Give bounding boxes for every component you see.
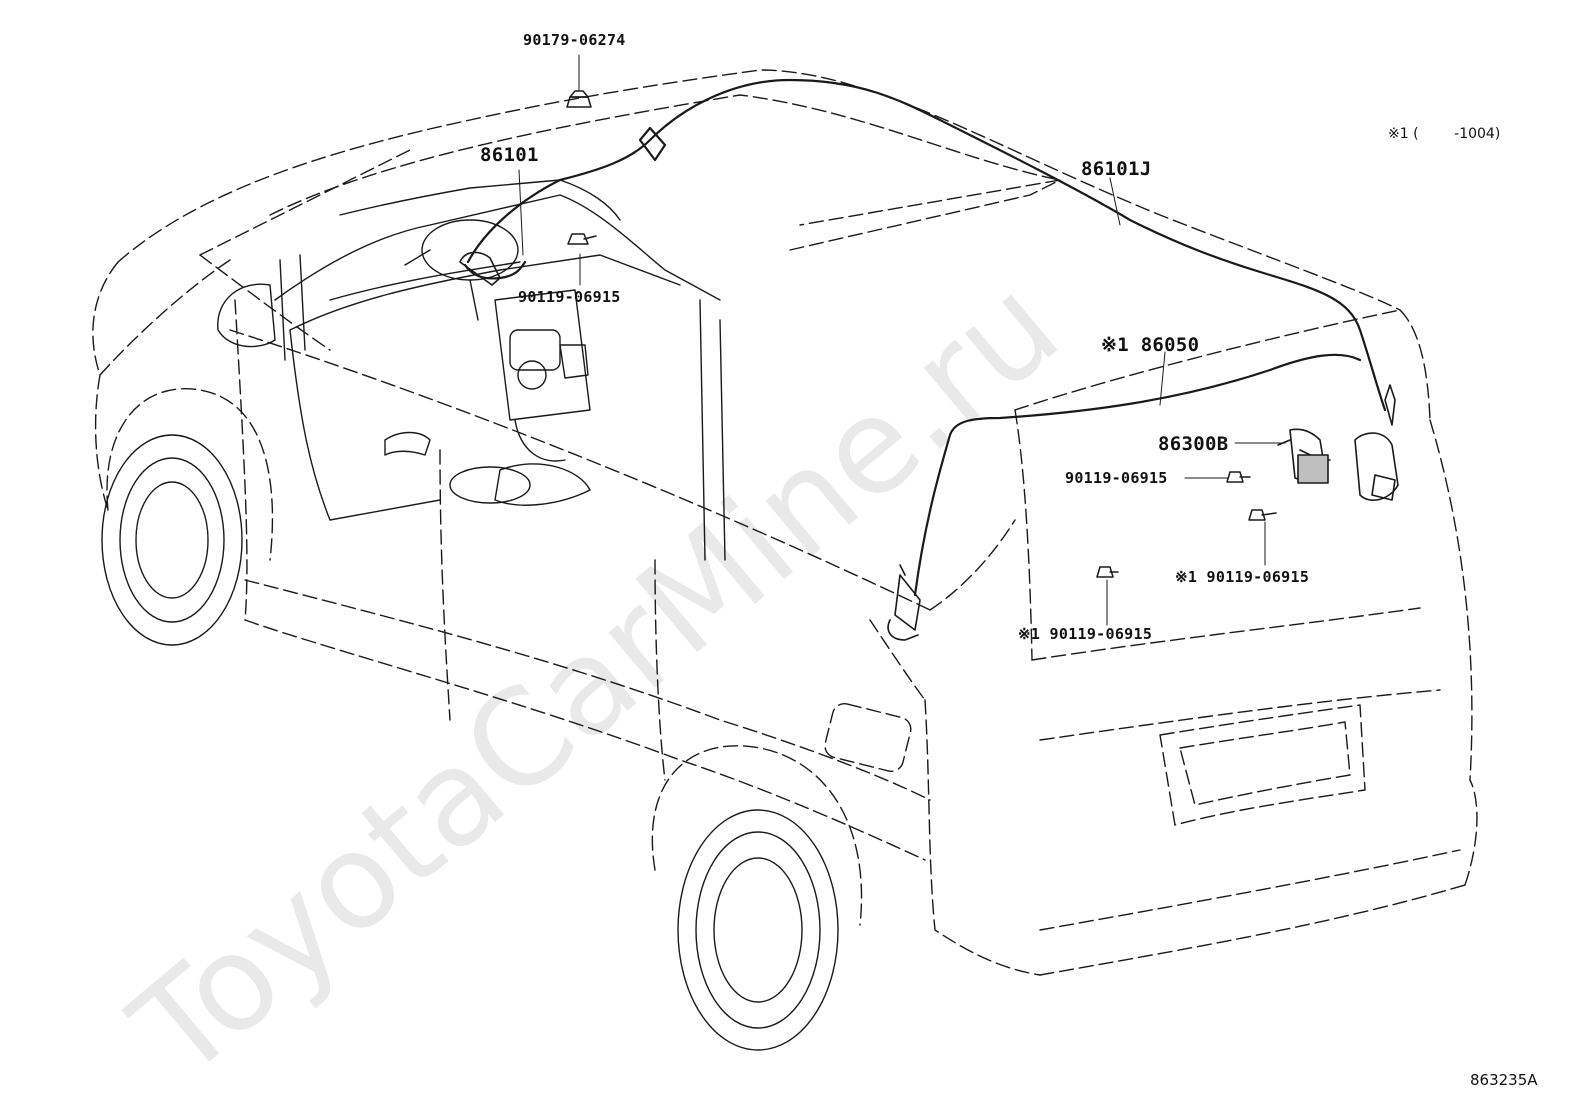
leader-lines <box>518 54 1286 626</box>
callout-harness-86101j[interactable]: 86101J <box>1081 158 1152 180</box>
callout-bolt-rear-right[interactable]: ※1 90119-06915 <box>1175 568 1310 586</box>
cord-86050 <box>913 353 1362 597</box>
nut-90179 <box>566 90 592 108</box>
bolt-front <box>567 233 597 245</box>
range-note: ※1 ( -1004) <box>1388 126 1501 142</box>
bolt-camera <box>1226 471 1251 483</box>
callout-camera-86300b[interactable]: 86300B <box>1158 433 1229 455</box>
figure-code: 863235A <box>1470 1071 1538 1089</box>
rear-wheel <box>677 809 839 1051</box>
vehicle-body-outline <box>92 69 1478 976</box>
callout-cord-86050[interactable]: ※1 86050 <box>1101 334 1200 356</box>
interior-dashboard <box>217 179 726 561</box>
bolt-rear-left <box>1096 566 1119 578</box>
camera-86300b <box>1277 428 1331 484</box>
front-wheel <box>101 434 243 646</box>
callout-harness-86101[interactable]: 86101 <box>480 144 539 166</box>
bolt-rear-right <box>1248 509 1277 521</box>
callout-bolt-front[interactable]: 90119-06915 <box>518 288 621 306</box>
front-bracket <box>459 251 501 286</box>
callout-bolt-rear-left[interactable]: ※1 90119-06915 <box>1018 625 1153 643</box>
callout-bolt-camera[interactable]: 90119-06915 <box>1065 469 1168 487</box>
callout-nut-90179[interactable]: 90179-06274 <box>523 31 626 49</box>
rear-bracket <box>1354 384 1399 501</box>
left-clip <box>887 564 921 641</box>
